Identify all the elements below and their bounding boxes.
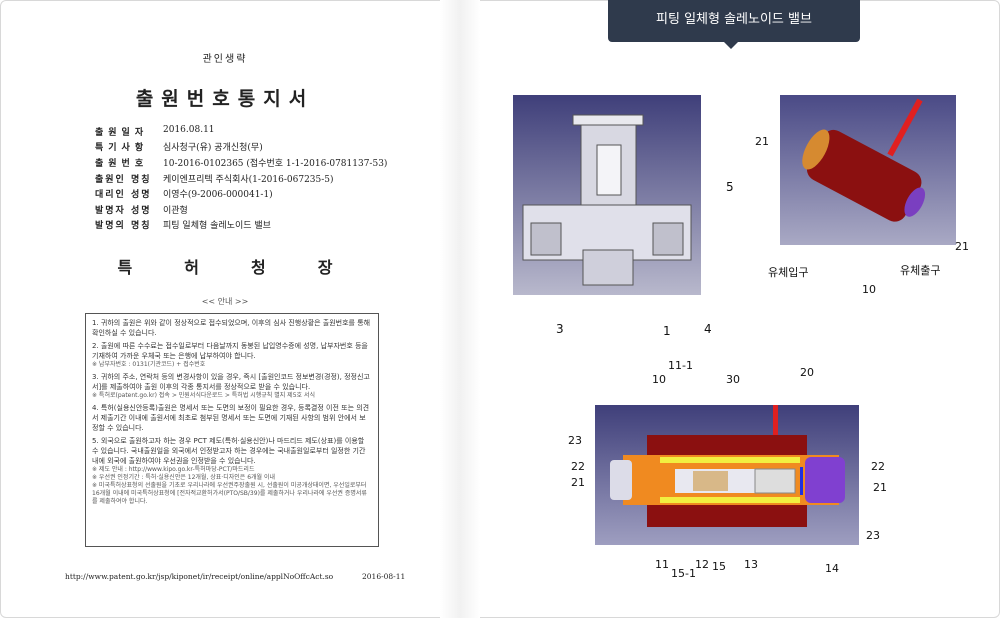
part-label: 23: [866, 529, 880, 542]
part-label: 21: [955, 240, 969, 253]
part-label: 22: [871, 460, 885, 473]
notice-note: ※ 제도 안내 : http://www.kipo.go.kr-특허마당-PCT…: [92, 466, 255, 473]
notice-box: 1. 귀하의 출원은 위와 같이 정상적으로 접수되었으며, 이후의 심사 진행…: [85, 313, 379, 547]
notice-note: ※ 미국특허상표청의 선출원을 기초로 우리나라에 우선권주장출원 시, 선출원…: [92, 482, 367, 505]
field-value: 심사청구(유) 공개신청(무): [163, 143, 263, 153]
part-label: 11-1: [668, 359, 693, 372]
notice-note: ※ 우선권 인정기간 : 특허·실용신안은 12개월, 상표·디자인은 6개월 …: [92, 474, 276, 481]
field-label: 출원인 명칭: [95, 175, 152, 185]
part-label: 13: [744, 558, 758, 571]
valve-section-figure: [595, 405, 859, 545]
field-value: 이영수(9-2006-000041-1): [163, 190, 273, 200]
part-label: 4: [704, 322, 712, 336]
field-row: 발명자 성명 이관형: [95, 203, 188, 216]
guide-heading: << 안내 >>: [201, 297, 249, 306]
footer-url: http://www.patent.go.kr/jsp/kiponet/ir/r…: [65, 572, 334, 581]
field-label: 출원일자: [95, 128, 149, 138]
notice-item: 5. 외국으로 출원하고자 하는 경우 PCT 제도(특허·실용신안)나 마드리…: [92, 437, 366, 465]
part-label: 22: [571, 460, 585, 473]
field-label: 발명자 성명: [95, 206, 152, 216]
page-fold-shadow: [440, 0, 480, 618]
field-value: 2016.08.11: [163, 125, 215, 135]
part-label: 유체출구: [900, 264, 941, 277]
field-label: 특기사항: [95, 143, 149, 153]
field-value: 케이엔프리텍 주식회사(1-2016-067235-5): [163, 175, 334, 185]
valve-3d-figure: [780, 95, 956, 245]
part-label: 15-1: [671, 567, 696, 580]
field-row: 출원일자 2016.08.11: [95, 125, 215, 138]
patent-notice-document: 관인생략 출원번호통지서 출원일자 2016.08.11 특기사항 심사청구(유) …: [0, 0, 450, 618]
field-value: 10-2016-0102365 (접수번호 1-1-2016-0781137-5…: [163, 159, 388, 169]
notice-item: 1. 귀하의 출원은 위와 같이 정상적으로 접수되었으며, 이후의 심사 진행…: [92, 319, 371, 337]
field-label: 대리인 성명: [95, 190, 152, 200]
part-label: 11: [655, 558, 669, 571]
valve-cross-section-figure: [513, 95, 701, 295]
notice-note: ※ 납부자번호 : 0131(기관코드) + 접수번호: [92, 361, 206, 368]
notice-item: 4. 특허(실용신안등록)출원은 명세서 또는 도면의 보정이 필요한 경우, …: [92, 404, 370, 432]
part-label: 23: [568, 434, 582, 447]
part-label: 21: [755, 135, 769, 148]
field-label: 발명의 명칭: [95, 221, 152, 231]
title-tooltip: 피팅 일체형 솔레노이드 밸브: [608, 0, 860, 49]
field-row: 발명의 명칭 피팅 일체형 솔레노이드 밸브: [95, 218, 271, 231]
part-label: 12: [695, 558, 709, 571]
part-label: 5: [726, 180, 734, 194]
part-label: 14: [825, 562, 839, 575]
part-label: 20: [800, 366, 814, 379]
part-label: 3: [556, 322, 564, 336]
field-value: 이관형: [163, 206, 188, 216]
part-label: 21: [873, 481, 887, 494]
part-label: 10: [862, 283, 876, 296]
field-row: 출원인 명칭 케이엔프리텍 주식회사(1-2016-067235-5): [95, 172, 334, 185]
doc-subtitle: 관인생략: [202, 54, 248, 65]
footer-date: 2016-08-11: [362, 572, 406, 581]
notice-note: ※ 특허로(patent.go.kr) 접속 > 민원서식다운로드 > 특허법 …: [92, 392, 315, 399]
notice-item: 2. 출원에 따른 수수료는 접수일로부터 다음날까지 동봉된 납입영수증에 성…: [92, 342, 368, 360]
field-row: 대리인 성명 이영수(9-2006-000041-1): [95, 187, 273, 200]
field-value: 피팅 일체형 솔레노이드 밸브: [163, 221, 271, 231]
part-label: 1: [663, 324, 671, 338]
notice-item: 3. 귀하의 주소, 연락처 등의 변경사항이 있을 경우, 즉시 [출원인코드…: [92, 373, 370, 391]
field-label: 출원번호: [95, 159, 149, 169]
doc-title: 출원번호통지서: [135, 88, 315, 110]
issuer-heading: 특허청장: [117, 258, 385, 277]
field-row: 출원번호 10-2016-0102365 (접수번호 1-1-2016-07811…: [95, 156, 387, 169]
part-label: 21: [571, 476, 585, 489]
part-label: 유체입구: [768, 266, 809, 279]
part-label: 15: [712, 560, 726, 573]
part-label: 10: [652, 373, 666, 386]
part-label: 30: [726, 373, 740, 386]
field-row: 특기사항 심사청구(유) 공개신청(무): [95, 140, 263, 153]
